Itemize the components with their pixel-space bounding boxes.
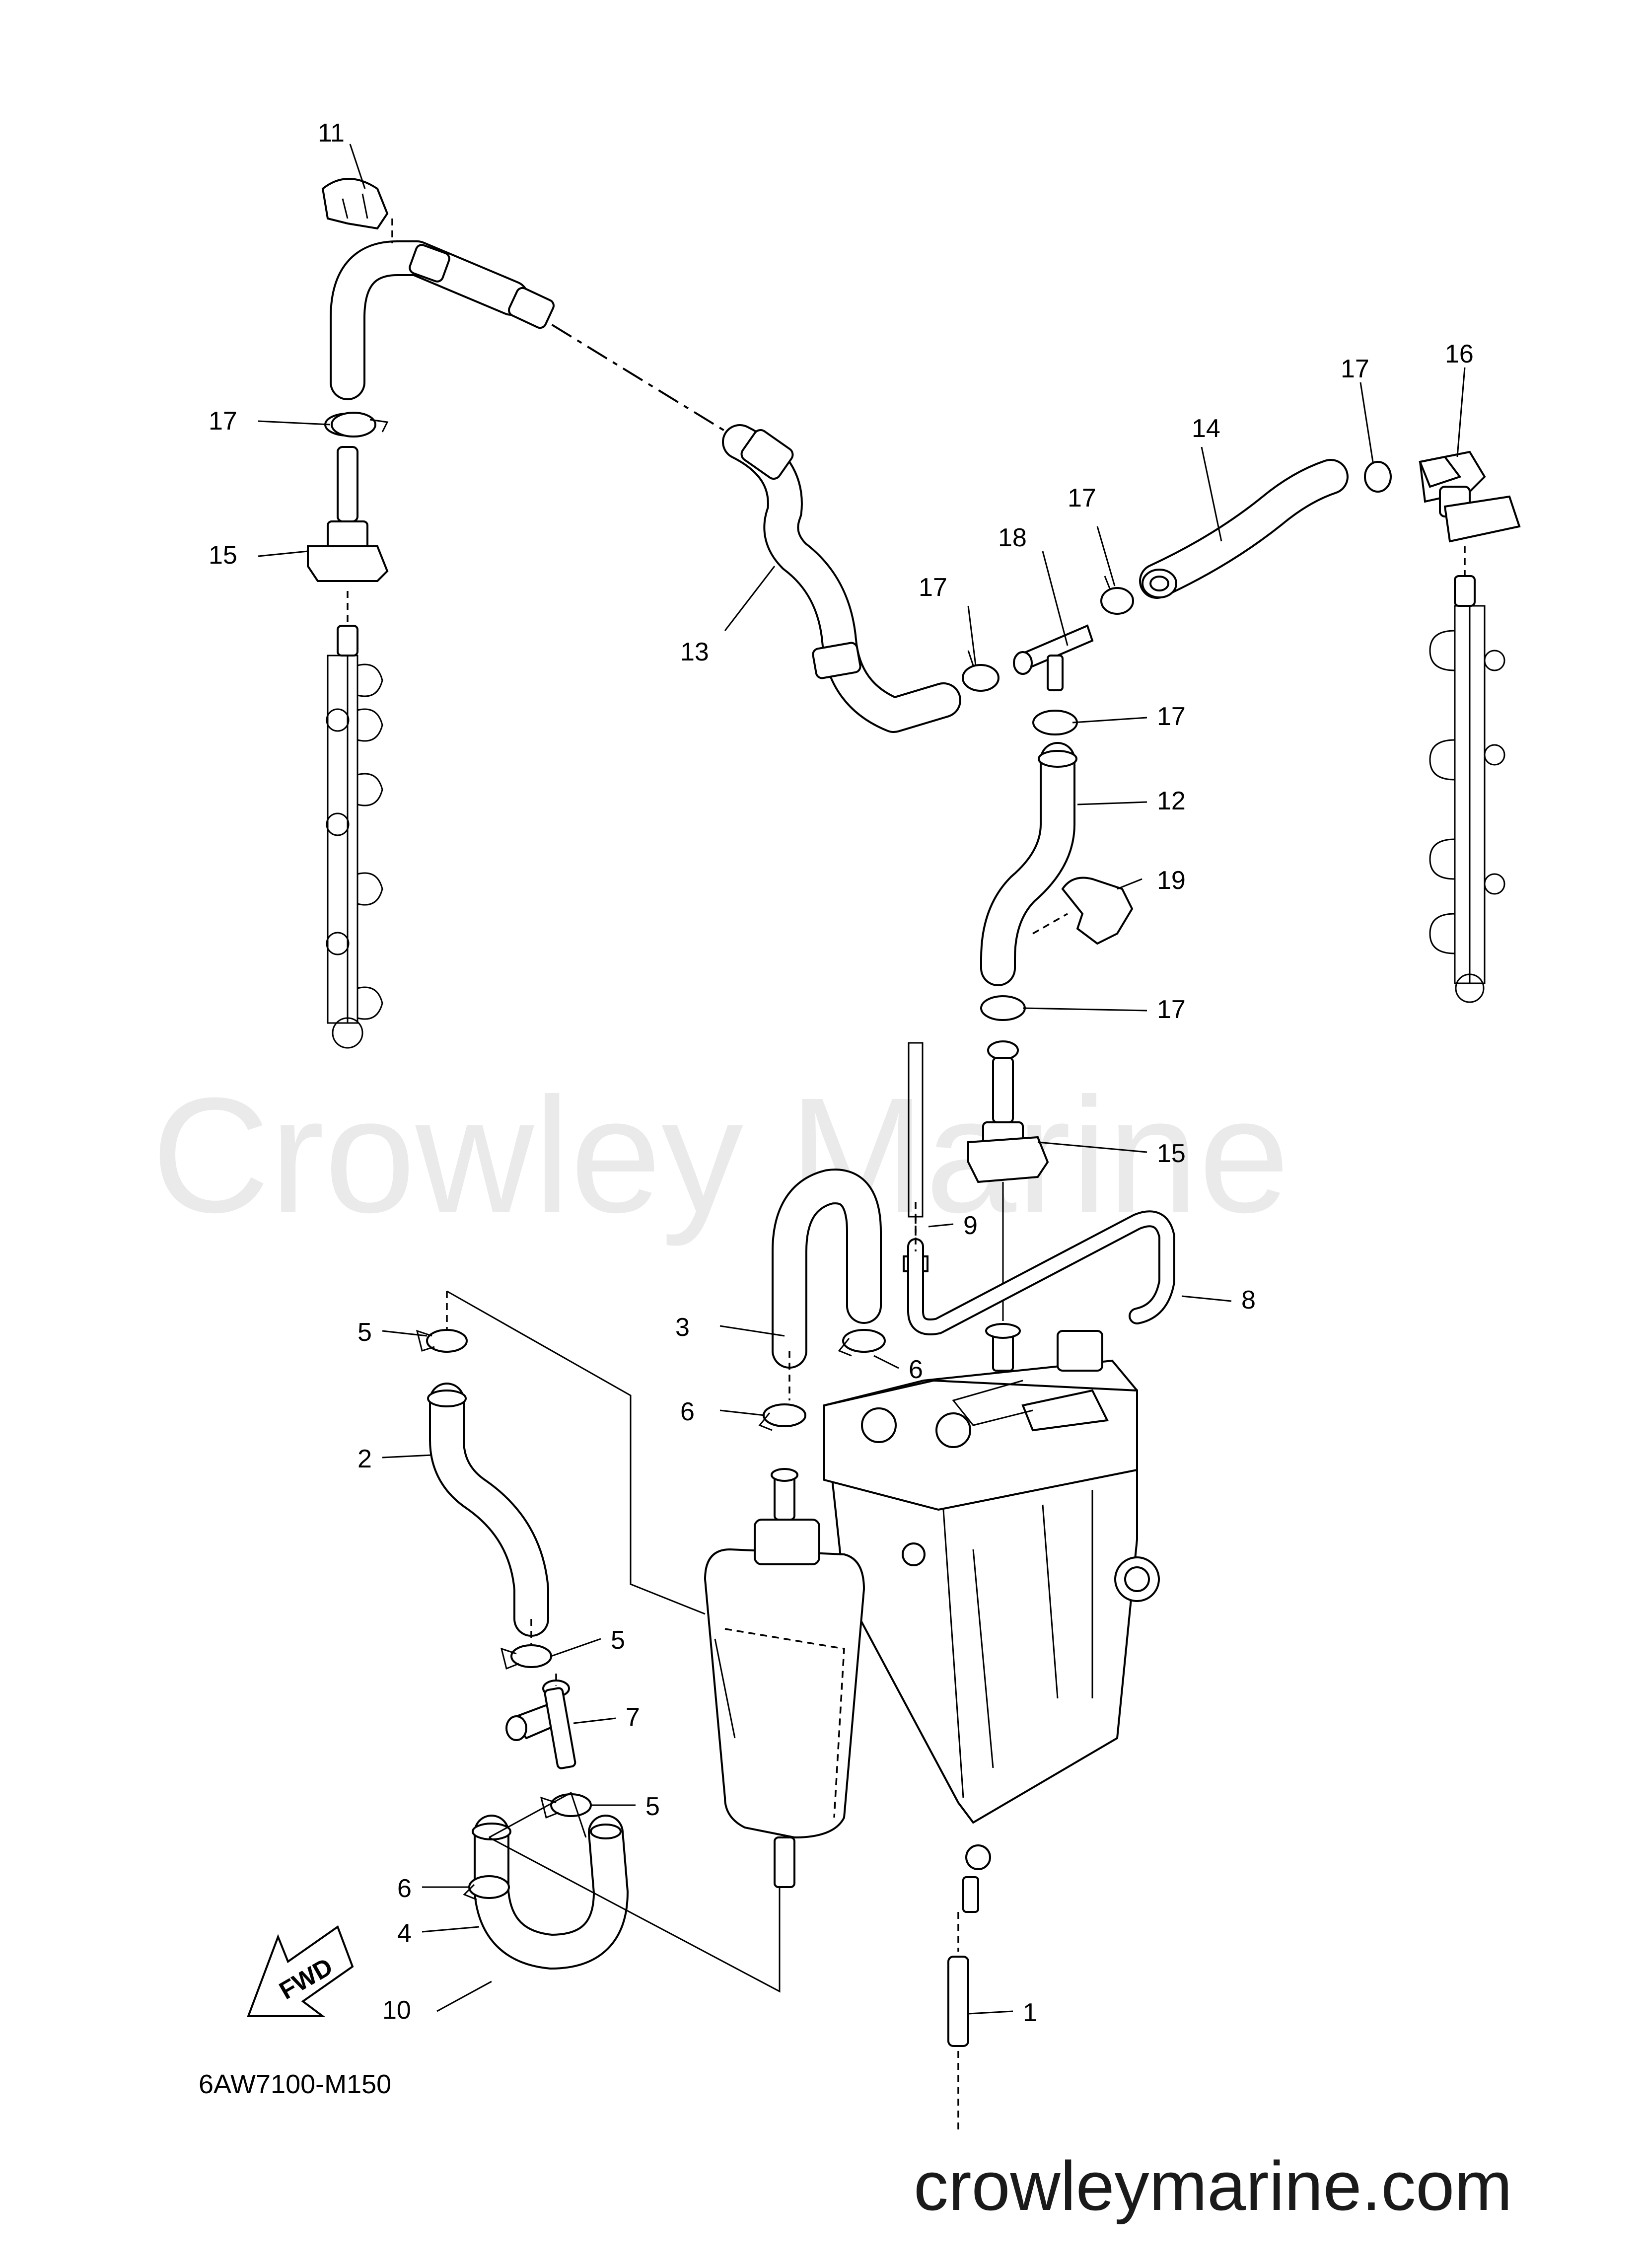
callout-3: 3 xyxy=(675,1313,690,1342)
clamp-5-mid xyxy=(500,1644,552,1670)
callout-18: 18 xyxy=(998,523,1027,552)
clamp-17-below-t xyxy=(1032,710,1078,735)
left-fuel-rail xyxy=(307,413,389,1049)
callout-7: 7 xyxy=(626,1703,640,1732)
callout-9: 9 xyxy=(963,1211,978,1240)
watermark-text: Crowley Marine xyxy=(151,1063,1289,1247)
joint-7 xyxy=(505,1680,576,1769)
vapor-hose-8 xyxy=(907,1202,1175,1335)
callout-17-b: 17 xyxy=(919,573,947,602)
callout-8: 8 xyxy=(1241,1286,1256,1315)
clamp-17-lower xyxy=(980,995,1026,1021)
callout-17-e: 17 xyxy=(1157,702,1186,731)
fuel-hose-13 xyxy=(330,240,961,733)
fuel-hose-10 xyxy=(472,1815,629,1970)
clamp-6-mid xyxy=(758,1403,806,1431)
callout-4: 4 xyxy=(397,1919,412,1948)
clamp-17-upper-t xyxy=(1100,576,1134,615)
diagram-code: 6AW7100-M150 xyxy=(199,2069,391,2099)
fuel-hose-3 xyxy=(772,1169,882,1400)
callout-6-b: 6 xyxy=(680,1397,695,1426)
clamp-6-top xyxy=(838,1329,886,1357)
callout-15-b: 15 xyxy=(1157,1139,1186,1168)
clamp-17-mid xyxy=(962,650,999,692)
callout-17-c: 17 xyxy=(1068,484,1096,512)
callout-1: 1 xyxy=(1023,1998,1037,2027)
clamp-6-low xyxy=(463,1875,510,1901)
clamp-5-top xyxy=(416,1329,468,1353)
callout-12: 12 xyxy=(1157,787,1186,815)
callout-6-c: 6 xyxy=(397,1874,412,1903)
callout-19: 19 xyxy=(1157,866,1186,895)
clamp-17-right xyxy=(1364,461,1392,493)
assembly-lines xyxy=(446,1290,781,1993)
clamp-17-top-left xyxy=(331,412,389,438)
website-url: crowleymarine.com xyxy=(914,2147,1512,2225)
right-fuel-rail xyxy=(1419,450,1521,1003)
fuel-connector-15-lower xyxy=(967,1040,1049,1321)
callout-17-f: 17 xyxy=(1157,995,1186,1024)
fuel-hose-14 xyxy=(1139,459,1349,599)
callout-13: 13 xyxy=(680,638,709,666)
hose-clip-19 xyxy=(1032,877,1134,945)
callout-5-b: 5 xyxy=(611,1626,625,1655)
callout-16: 16 xyxy=(1445,340,1474,368)
callout-5-a: 5 xyxy=(357,1318,372,1347)
fuel-hose-1 xyxy=(947,1912,969,2130)
vapor-separator-tank xyxy=(823,1323,1160,1913)
hose-clip-11 xyxy=(321,178,393,243)
callout-15-a: 15 xyxy=(209,541,237,570)
callout-17-d: 17 xyxy=(1341,355,1369,383)
fwd-arrow-icon: FWD xyxy=(247,1925,354,2017)
fuel-hose-2 xyxy=(427,1383,549,1637)
callout-6-a: 6 xyxy=(909,1355,923,1384)
callout-11: 11 xyxy=(318,119,345,147)
callout-labels: 11 17 15 13 17 18 17 14 17 16 17 12 19 1… xyxy=(209,119,1474,2027)
callout-10: 10 xyxy=(382,1996,411,2025)
callout-14: 14 xyxy=(1192,414,1220,443)
fuel-connector-16 xyxy=(1419,455,1462,488)
callout-17-a: 17 xyxy=(209,407,237,436)
fuel-hose-12 xyxy=(980,742,1077,986)
callout-2: 2 xyxy=(357,1445,372,1473)
clamp-5-low xyxy=(540,1793,592,1819)
leader-lines xyxy=(258,144,1466,2015)
callout-5-c: 5 xyxy=(645,1792,660,1821)
t-joint-18 xyxy=(1013,624,1094,691)
fuel-filter-canister xyxy=(704,1468,865,1888)
